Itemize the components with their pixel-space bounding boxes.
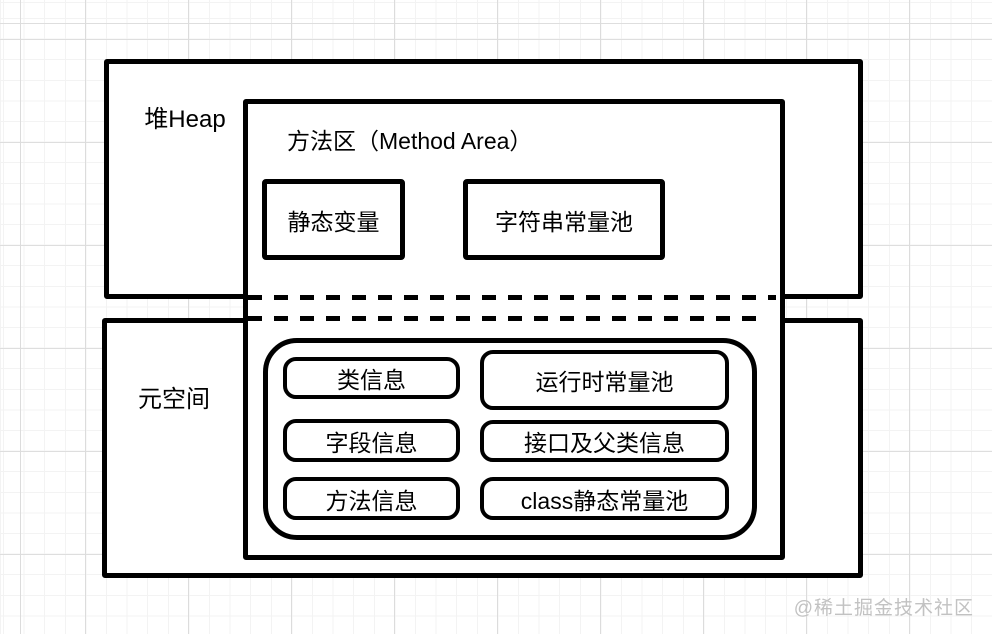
class-info-box: 类信息 <box>283 357 460 399</box>
field-info-box: 字段信息 <box>283 419 460 462</box>
juejin-community-watermark: @稀土掘金技术社区 <box>793 598 974 619</box>
metaspace-boundary-dashed-line <box>248 316 764 321</box>
heap-boundary-dashed-line <box>248 295 776 300</box>
interface-parent-info-box: 接口及父类信息 <box>480 420 729 462</box>
static-variables-box: 静态变量 <box>262 179 405 260</box>
string-constant-pool-box: 字符串常量池 <box>463 179 665 260</box>
metaspace-label: 元空间 <box>138 386 210 413</box>
heap-label: 堆Heap <box>144 106 226 133</box>
method-info-box: 方法信息 <box>283 477 460 520</box>
class-static-constant-pool-box: class静态常量池 <box>480 477 729 520</box>
method-area-title: 方法区（Method Area） <box>287 128 533 154</box>
runtime-constant-pool-box: 运行时常量池 <box>480 350 729 410</box>
